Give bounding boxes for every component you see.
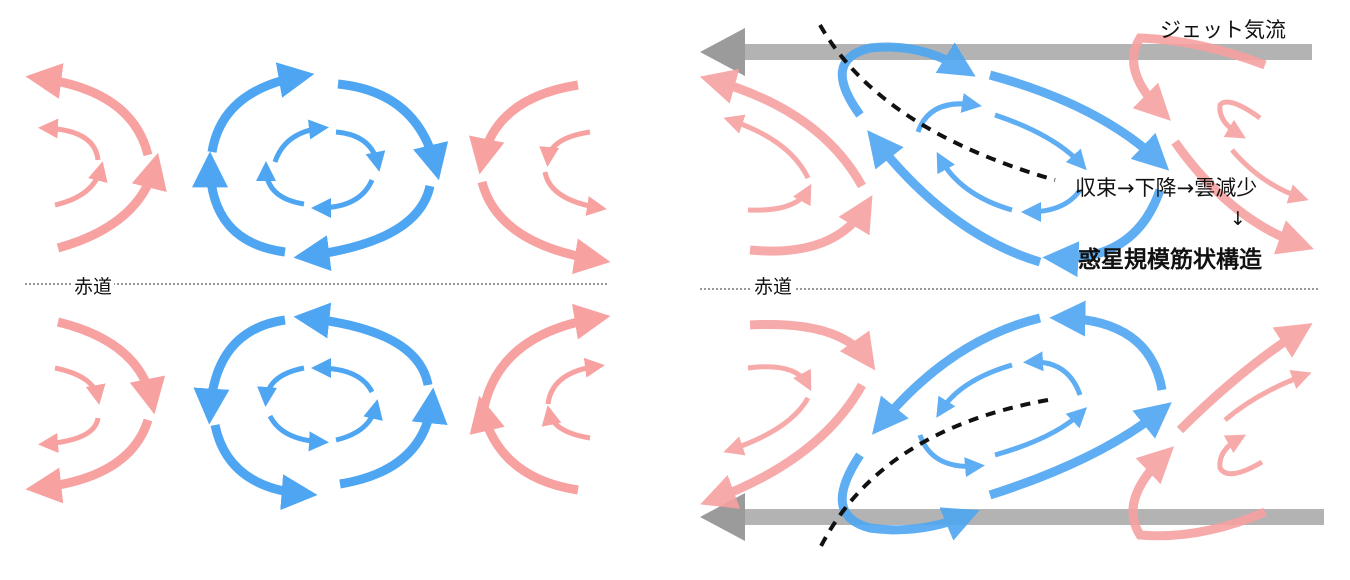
blue-arrow [335,129,386,172]
pink-arrow [54,161,108,208]
pink-arrow [469,80,579,175]
blue-arrow [1020,188,1083,222]
pink-arrow [54,365,106,405]
blue-arrow [310,358,375,394]
pink-arrow [545,357,605,405]
blue-arrow [192,151,286,257]
jet-stream-label: ジェット気流 [1160,18,1286,42]
pink-arrow [1230,148,1309,204]
blue-arrow [837,452,980,541]
blue-arrow [988,70,1170,171]
pink-arrow [56,317,166,415]
blue-arrow [915,93,982,133]
blue-arrow [207,62,315,153]
pink-arrow [1217,99,1262,139]
blue-arrow [210,423,318,511]
blue-arrow [936,362,1013,418]
blue-arrow [994,112,1087,171]
blue-arrow [293,184,435,271]
pink-arrow [1176,323,1313,434]
down-arrow-label: ↓ [1230,208,1246,230]
pink-arrow [699,68,866,189]
blue-arrow [1049,300,1167,391]
blue-arrow [994,407,1088,458]
jet-stream-bottom [700,493,1324,541]
pink-arrow [1128,446,1267,541]
trough-dashed-line-top [818,24,1056,182]
upper-right-blue-cyclone [837,42,1170,278]
blue-arrow [310,178,375,218]
equator-label-right: 赤道 [752,272,795,299]
pink-arrow [539,129,591,167]
bottom-right-pink-arcs [469,303,611,495]
blue-arrow [1042,188,1165,278]
pink-arrow [700,382,866,509]
pink-arrow [749,195,873,256]
blue-arrow [337,79,449,181]
lower-right-blue-cyclone [837,300,1172,541]
left-panel [25,62,611,511]
pink-arrow [1129,33,1267,121]
trough-dashed-line-bottom [818,398,1049,549]
jet-stream-arrow-icon [700,28,745,76]
top-center-blue-cyclone [192,62,449,271]
pink-arrow [1171,139,1314,255]
pink-arrow [25,418,153,504]
pink-arrow [38,118,101,161]
blue-arrow [1023,351,1083,396]
blue-arrow [293,302,433,387]
top-right-pink-arcs [469,80,611,275]
blue-arrow [936,151,1013,213]
pink-arrow [747,183,812,213]
pink-arrow [1217,434,1264,477]
right-panel [699,24,1324,549]
pink-arrow [1223,370,1312,422]
pink-arrow [542,171,607,216]
pink-arrow [723,396,811,456]
bottom-left-pink-arcs [25,317,166,504]
upper-right-pink-arcs [699,33,1314,256]
top-left-pink-arcs [25,63,167,253]
pink-arrow [723,114,811,180]
blue-arrow [871,313,1042,435]
blue-arrow [988,402,1172,500]
blue-arrow [339,387,448,489]
convergence-label: 収束→下降→雲減少 [1075,176,1258,200]
pink-arrow [749,319,876,371]
blue-arrow [256,161,305,207]
blue-arrow [867,130,1042,267]
lower-right-pink-arcs [700,319,1313,541]
bottom-center-blue-cyclone [193,302,448,511]
blue-arrow [272,119,329,163]
pink-arrow [541,405,591,441]
blue-arrow [193,315,286,425]
banded-structure-label: 惑星規模筋状構造 [1078,247,1262,273]
pink-arrow [25,63,153,157]
blue-arrow [335,399,383,443]
pink-arrow [38,417,101,453]
pink-arrow [56,152,167,253]
equator-label-left: 赤道 [72,272,115,299]
pink-arrow [747,364,812,392]
pink-arrow [469,395,579,495]
pink-arrow [477,180,611,275]
jet-stream-bar [742,509,1324,525]
blue-arrow [837,42,976,118]
blue-arrow [257,365,305,407]
blue-arrow [267,414,329,452]
